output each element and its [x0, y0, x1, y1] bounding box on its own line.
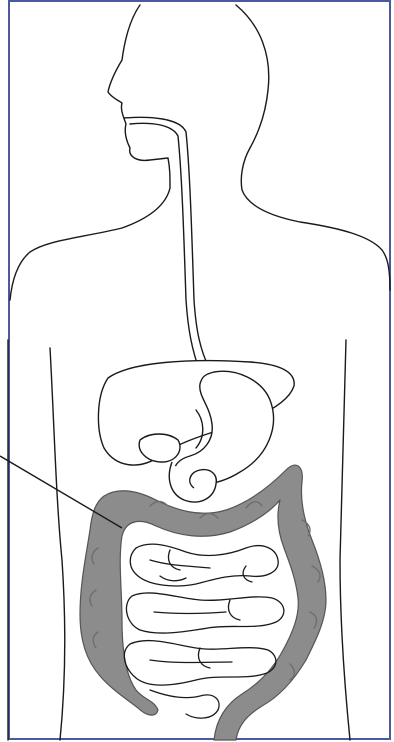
small-intestine-inner-folds	[150, 550, 252, 668]
right-torso-line	[340, 340, 350, 740]
colon	[80, 465, 326, 740]
small-intestine	[130, 544, 278, 586]
left-torso-line	[50, 348, 65, 740]
back-of-head-outline	[236, 5, 390, 290]
pointer-line	[0, 456, 122, 528]
esophagus	[124, 117, 210, 370]
small-intestine-lower-tail	[150, 690, 219, 718]
body-outline	[10, 5, 170, 300]
